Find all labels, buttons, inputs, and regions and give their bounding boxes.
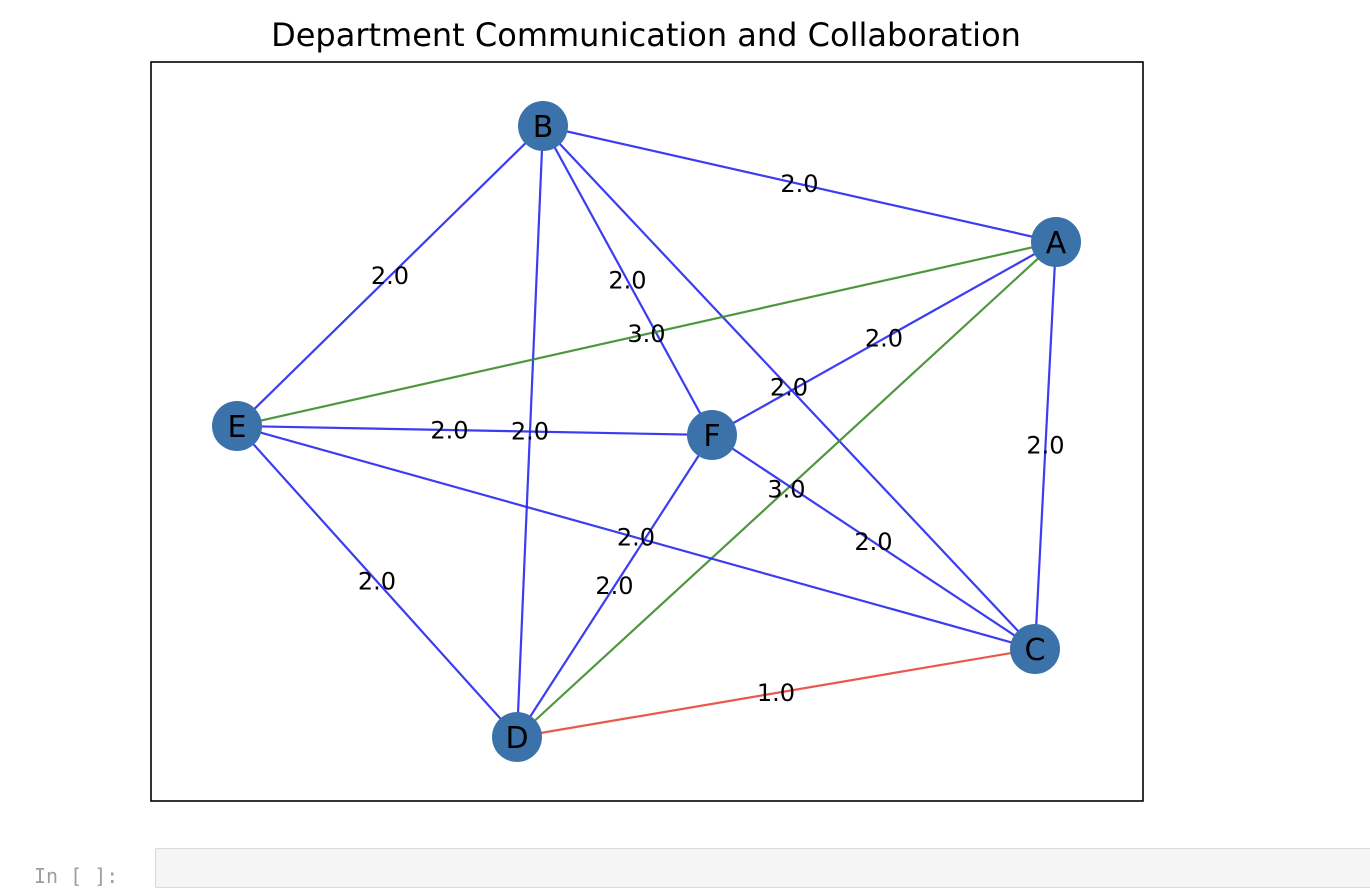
edge-weight-label-b-d: 2.0 — [511, 418, 549, 446]
edge-f-a — [711, 241, 1057, 436]
node-circle-d — [492, 712, 542, 762]
edge-weight-label-e-f: 2.0 — [430, 417, 468, 445]
cell-prompt: In [ ]: — [34, 864, 119, 888]
cell-input-area[interactable] — [155, 848, 1370, 888]
edge-weight-label-f-c: 2.0 — [854, 528, 892, 556]
edge-weight-label-e-c: 2.0 — [617, 524, 655, 552]
edge-weight-label-b-f: 2.0 — [608, 267, 646, 295]
graph-title: Department Communication and Collaborati… — [271, 16, 1021, 54]
node-label-d: D — [505, 721, 528, 756]
edge-weight-label-d-a: 3.0 — [767, 476, 805, 504]
node-label-c: C — [1025, 633, 1046, 668]
node-b: B — [518, 101, 568, 151]
edge-e-c — [236, 424, 1036, 651]
node-circle-a — [1031, 217, 1081, 267]
edge-e-d — [236, 425, 518, 738]
nodes-layer: A B C D E F — [212, 101, 1081, 762]
node-circle-e — [212, 401, 262, 451]
node-c: C — [1010, 624, 1060, 674]
edge-labels-layer: 2.0 2.0 2.0 2.0 2.0 3.0 2.0 2.0 3.0 2.0 2.0 2.0 2.0 2… — [358, 170, 1065, 707]
node-label-f: F — [703, 419, 720, 454]
edge-weight-label-b-c: 2.0 — [770, 374, 808, 402]
edge-e-f — [236, 424, 713, 437]
edge-weight-label-d-c: 1.0 — [757, 679, 795, 707]
node-e: E — [212, 401, 262, 451]
edge-b-f — [542, 125, 713, 436]
edge-d-a — [516, 241, 1057, 738]
edges-layer — [236, 124, 1058, 739]
edge-d-c — [516, 647, 1036, 739]
node-label-e: E — [228, 410, 247, 445]
edge-weight-label-b-a: 2.0 — [780, 170, 818, 198]
edge-b-c — [542, 125, 1036, 650]
node-circle-f — [687, 410, 737, 460]
node-circle-c — [1010, 624, 1060, 674]
edge-e-b — [236, 125, 544, 427]
node-f: F — [687, 410, 737, 460]
edge-weight-label-a-c: 2.0 — [1026, 432, 1064, 460]
edge-weight-label-e-a: 3.0 — [627, 320, 665, 348]
edge-a-c — [1033, 241, 1058, 650]
edge-weight-label-e-d: 2.0 — [358, 568, 396, 596]
edge-e-a — [236, 240, 1057, 428]
node-a: A — [1031, 217, 1081, 267]
graph-frame — [150, 61, 1144, 802]
edge-weight-label-f-d: 2.0 — [595, 572, 633, 600]
node-circle-b — [518, 101, 568, 151]
node-label-b: B — [533, 110, 554, 145]
edge-weight-label-f-a: 2.0 — [865, 325, 903, 353]
edge-b-a — [542, 124, 1057, 244]
edge-weight-label-e-b: 2.0 — [371, 262, 409, 290]
edge-f-c — [711, 434, 1036, 650]
edge-f-d — [516, 434, 713, 738]
node-d: D — [492, 712, 542, 762]
next-notebook-cell: In [ ]: — [0, 846, 1370, 888]
node-label-a: A — [1046, 226, 1067, 261]
